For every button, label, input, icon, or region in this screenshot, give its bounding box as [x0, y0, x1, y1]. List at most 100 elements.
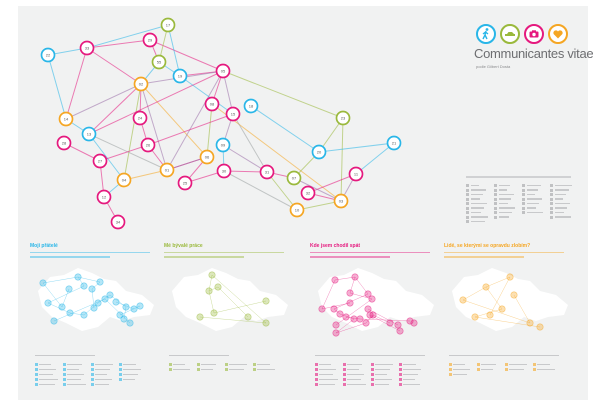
person-node[interactable]: 31 — [259, 164, 275, 180]
map-location[interactable] — [331, 276, 339, 284]
map-location[interactable] — [90, 304, 98, 312]
map-location[interactable] — [74, 273, 82, 281]
map-location[interactable] — [536, 323, 544, 331]
person-node[interactable]: 17 — [160, 17, 176, 33]
person-node[interactable]: 55 — [151, 54, 167, 70]
person-node[interactable]: 10 — [289, 202, 305, 218]
person-node[interactable]: 29 — [142, 32, 158, 48]
person-node[interactable]: 24 — [132, 110, 148, 126]
person-node[interactable]: 19 — [172, 68, 188, 84]
map-location[interactable] — [336, 310, 344, 318]
map-location[interactable] — [350, 315, 358, 323]
map-location[interactable] — [39, 279, 47, 287]
map-location[interactable] — [332, 321, 340, 329]
map-location[interactable] — [50, 317, 58, 325]
map-location[interactable] — [94, 299, 102, 307]
map-location[interactable] — [330, 305, 338, 313]
connection-02-04 — [123, 83, 142, 181]
map-location[interactable] — [346, 299, 354, 307]
person-node[interactable]: 21 — [386, 135, 402, 151]
map-location[interactable] — [318, 305, 326, 313]
map-location[interactable] — [44, 299, 52, 307]
map-location[interactable] — [88, 285, 96, 293]
map-location[interactable] — [262, 319, 270, 327]
person-node[interactable]: 23 — [335, 110, 351, 126]
person-node[interactable]: 08 — [204, 96, 220, 112]
map-location[interactable] — [58, 303, 66, 311]
map-location[interactable] — [210, 309, 218, 317]
person-node[interactable]: 20 — [311, 144, 327, 160]
map-location[interactable] — [96, 278, 104, 286]
map-location[interactable] — [471, 313, 479, 321]
map-location[interactable] — [486, 311, 494, 319]
person-node[interactable]: 26 — [140, 137, 156, 153]
list-swatch — [63, 363, 66, 366]
map-location[interactable] — [332, 329, 340, 337]
map-location[interactable] — [510, 291, 518, 299]
person-node[interactable]: 03 — [333, 193, 349, 209]
map-location[interactable] — [364, 290, 372, 298]
person-node[interactable]: 32 — [300, 185, 316, 201]
map-location[interactable] — [498, 305, 506, 313]
map-location[interactable] — [130, 305, 138, 313]
map-location[interactable] — [368, 295, 376, 303]
person-node[interactable]: 28 — [56, 135, 72, 151]
list-entry — [173, 368, 190, 370]
map-location[interactable] — [351, 273, 359, 281]
map-location[interactable] — [386, 319, 394, 327]
map-location[interactable] — [396, 327, 404, 335]
map-location[interactable] — [208, 271, 216, 279]
map-location[interactable] — [205, 287, 213, 295]
map-location[interactable] — [65, 285, 73, 293]
map-location[interactable] — [106, 291, 114, 299]
map-location[interactable] — [394, 321, 402, 329]
person-node[interactable]: 05 — [215, 63, 231, 79]
map-location[interactable] — [112, 298, 120, 306]
person-node[interactable]: 13 — [81, 126, 97, 142]
map-location[interactable] — [66, 309, 74, 317]
map-location[interactable] — [459, 296, 467, 304]
map-location[interactable] — [526, 319, 534, 327]
map-location[interactable] — [362, 319, 370, 327]
person-node[interactable]: 04 — [116, 172, 132, 188]
map-location[interactable] — [214, 283, 222, 291]
map-location[interactable] — [364, 305, 372, 313]
person-node[interactable]: 34 — [110, 214, 126, 230]
person-node[interactable]: 18 — [243, 98, 259, 114]
map-location[interactable] — [482, 283, 490, 291]
person-node[interactable]: 09 — [215, 137, 231, 153]
person-node[interactable]: 07 — [286, 170, 302, 186]
map-location[interactable] — [342, 313, 350, 321]
person-node[interactable]: 14 — [58, 111, 74, 127]
map-location[interactable] — [136, 302, 144, 310]
person-node[interactable]: 25 — [177, 175, 193, 191]
map-location[interactable] — [80, 282, 88, 290]
map-location[interactable] — [262, 297, 270, 305]
map-location[interactable] — [366, 311, 374, 319]
person-node[interactable]: 06 — [199, 149, 215, 165]
map-location[interactable] — [120, 315, 128, 323]
map-location[interactable] — [346, 289, 354, 297]
person-node[interactable]: 01 — [159, 162, 175, 178]
map-location[interactable] — [244, 313, 252, 321]
map-location[interactable] — [122, 303, 130, 311]
person-node[interactable]: 15 — [225, 106, 241, 122]
map-location[interactable] — [410, 319, 418, 327]
map-location[interactable] — [80, 311, 88, 319]
map-location[interactable] — [506, 273, 514, 281]
map-location[interactable] — [356, 315, 364, 323]
map-location[interactable] — [126, 319, 134, 327]
person-node[interactable]: 02 — [133, 76, 149, 92]
person-node[interactable]: 33 — [79, 40, 95, 56]
map-location[interactable] — [101, 295, 109, 303]
list-entry — [67, 363, 82, 365]
person-node[interactable]: 22 — [40, 47, 56, 63]
map-location[interactable] — [196, 313, 204, 321]
person-node[interactable]: 12 — [96, 189, 112, 205]
legend-entry — [527, 207, 536, 209]
person-node[interactable]: 11 — [348, 166, 364, 182]
person-node[interactable]: 30 — [216, 163, 232, 179]
node-label: 30 — [222, 169, 227, 174]
person-node[interactable]: 27 — [92, 153, 108, 169]
map-location[interactable] — [406, 317, 414, 325]
